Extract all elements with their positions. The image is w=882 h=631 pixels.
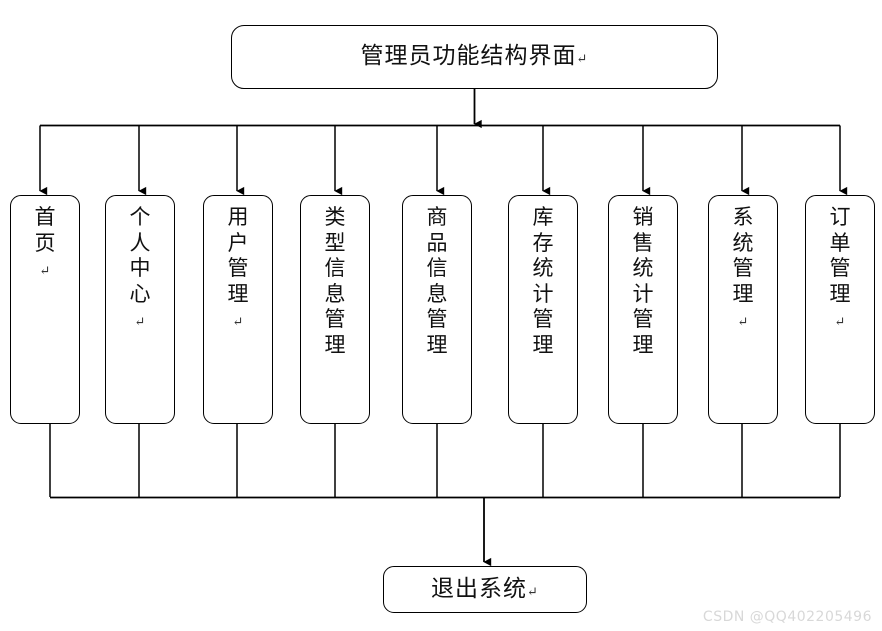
node-inventory-statistics-management-label: 库存统计管理 bbox=[532, 205, 554, 358]
node-product-info-management-label: 商品信息管理 bbox=[426, 205, 448, 358]
node-inventory-statistics-management[interactable]: 库存统计管理 bbox=[508, 195, 578, 424]
node-exit-system[interactable]: 退出系统↵ bbox=[383, 566, 587, 613]
return-mark: ↵ bbox=[737, 315, 749, 331]
node-order-management-label: 订单管理↵ bbox=[829, 205, 851, 331]
node-user-management-label: 用户管理↵ bbox=[227, 205, 249, 331]
return-mark: ↵ bbox=[527, 584, 539, 600]
node-product-info-management[interactable]: 商品信息管理 bbox=[402, 195, 472, 424]
node-sales-statistics-management-label: 销售统计管理 bbox=[632, 205, 654, 358]
node-personal-center-label: 个人中心↵ bbox=[129, 205, 151, 331]
node-order-management[interactable]: 订单管理↵ bbox=[805, 195, 875, 424]
node-root-label: 管理员功能结构界面↵ bbox=[360, 43, 589, 70]
return-mark: ↵ bbox=[576, 52, 589, 68]
watermark: CSDN @QQ402205496 bbox=[702, 609, 872, 625]
node-personal-center[interactable]: 个人中心↵ bbox=[105, 195, 175, 424]
return-mark: ↵ bbox=[134, 315, 146, 331]
node-sales-statistics-management[interactable]: 销售统计管理 bbox=[608, 195, 678, 424]
node-home[interactable]: 首页↵ bbox=[10, 195, 80, 424]
node-category-info-management[interactable]: 类型信息管理 bbox=[300, 195, 370, 424]
node-exit-system-label: 退出系统↵ bbox=[431, 575, 539, 602]
node-home-label: 首页↵ bbox=[34, 205, 56, 280]
node-system-management[interactable]: 系统管理↵ bbox=[708, 195, 778, 424]
node-root-admin-function-structure[interactable]: 管理员功能结构界面↵ bbox=[231, 25, 718, 89]
node-system-management-label: 系统管理↵ bbox=[732, 205, 754, 331]
return-mark: ↵ bbox=[232, 315, 244, 331]
return-mark: ↵ bbox=[39, 264, 51, 280]
node-category-info-management-label: 类型信息管理 bbox=[324, 205, 346, 358]
node-user-management[interactable]: 用户管理↵ bbox=[203, 195, 273, 424]
return-mark: ↵ bbox=[834, 315, 846, 331]
